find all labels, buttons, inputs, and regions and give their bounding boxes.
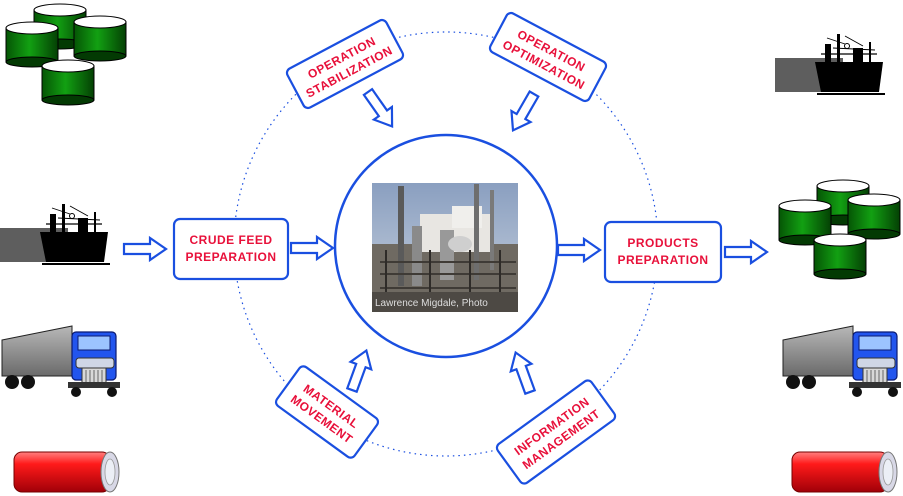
- information-management-box: INFORMATION MANAGEMENT: [495, 379, 617, 485]
- information-up-arrow: [504, 347, 542, 397]
- material-up-arrow: [340, 345, 378, 395]
- crude-feed-preparation-box: CRUDE FEED PREPARATION: [172, 217, 290, 281]
- stabilization-down-arrow: [357, 84, 403, 134]
- photo-credit: Lawrence Migdale, Photo: [375, 298, 488, 309]
- semi-truck-icon: [1, 325, 121, 398]
- refinery-photo: [372, 183, 518, 312]
- operation-optimization-box: OPERATION OPTIMIZATION: [488, 11, 608, 103]
- storage-tanks-icon: [5, 3, 127, 106]
- feed-in-arrow: [122, 236, 168, 262]
- material-movement-box: MATERIAL MOVEMENT: [274, 365, 380, 459]
- products-preparation-box: PRODUCTS PREPARATION: [603, 220, 723, 284]
- crude-feed-line2: PREPARATION: [185, 250, 276, 264]
- optimization-down-arrow: [502, 87, 545, 137]
- products-preparation-line1: PRODUCTS: [627, 236, 698, 250]
- oil-barrel-icon: [13, 451, 120, 493]
- tanker-ship-icon: [774, 33, 886, 95]
- refinery-to-products-arrow: [556, 237, 602, 263]
- oil-barrel-icon: [791, 451, 898, 493]
- products-out-arrow: [723, 239, 769, 265]
- tanker-ship-icon: [0, 203, 111, 265]
- semi-truck-icon: [782, 325, 902, 398]
- products-preparation-line2: PREPARATION: [617, 253, 708, 267]
- feed-to-refinery-arrow: [289, 235, 335, 261]
- operation-stabilization-box: OPERATION STABILIZATION: [285, 18, 405, 110]
- storage-tanks-icon: [778, 179, 901, 280]
- crude-feed-line1: CRUDE FEED: [189, 233, 272, 247]
